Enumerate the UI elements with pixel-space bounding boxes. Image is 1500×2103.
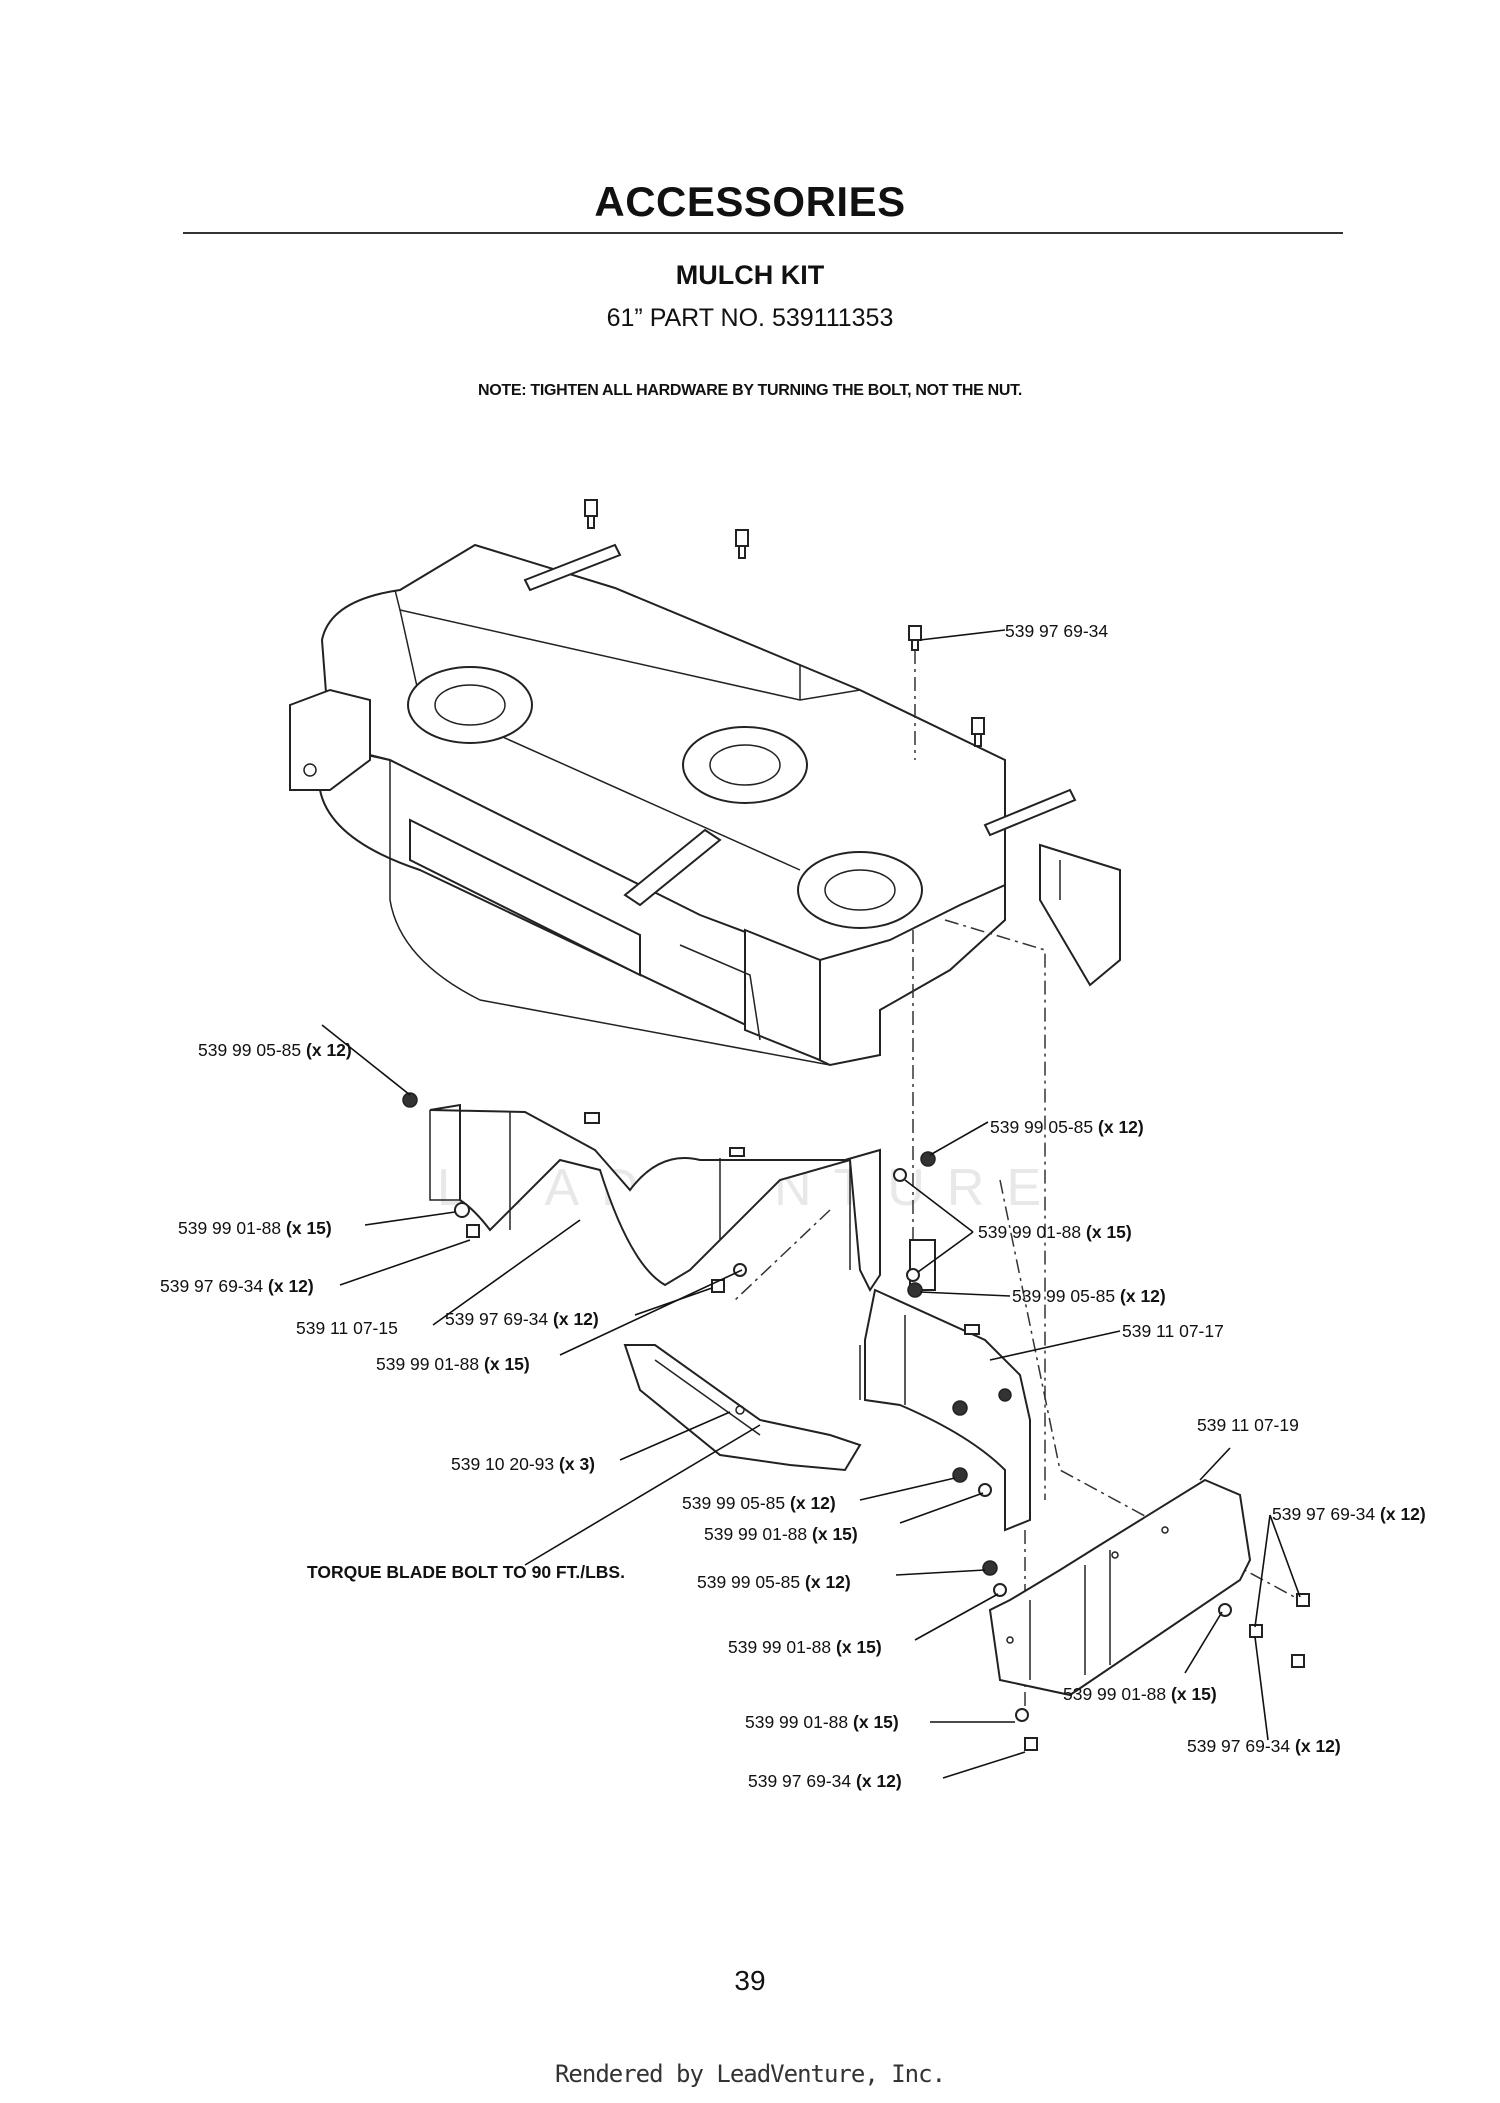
callout-qty: (x 12) bbox=[268, 1276, 314, 1296]
svg-text:539 97 69-34 (x 12): 539 97 69-34 (x 12) bbox=[445, 1309, 599, 1329]
callout-part: 539 11 07-17 bbox=[1122, 1321, 1224, 1341]
svg-text:539 99 05-85 (x 12): 539 99 05-85 (x 12) bbox=[1012, 1286, 1166, 1306]
callout-qty: (x 12) bbox=[553, 1309, 599, 1329]
callout-qty: (x 12) bbox=[1098, 1117, 1144, 1137]
callout-part: 539 10 20-93 bbox=[451, 1454, 554, 1474]
callout-part: 539 11 07-19 bbox=[1197, 1415, 1299, 1435]
svg-text:539 99 01-88 (x 15): 539 99 01-88 (x 15) bbox=[1063, 1684, 1217, 1704]
mulch-baffle-center bbox=[859, 1239, 1031, 1532]
callout-part: 539 97 69-34 bbox=[445, 1309, 548, 1329]
hardware-nuts-washers-bolts bbox=[402, 1092, 1310, 1751]
svg-text:539 99 01-88 (x 15): 539 99 01-88 (x 15) bbox=[745, 1712, 899, 1732]
callout-part: 539 99 01-88 bbox=[745, 1712, 848, 1732]
callout-part: 539 99 05-85 bbox=[682, 1493, 785, 1513]
exploded-parts-diagram: LEADVENTURE bbox=[160, 499, 1426, 1791]
callout-labels: 539 97 69-34 539 99 05-85 (x 12) 539 99 … bbox=[160, 621, 1426, 1791]
callout-part: 539 99 01-88 bbox=[178, 1218, 281, 1238]
callout-part: 539 99 05-85 bbox=[697, 1572, 800, 1592]
svg-text:539 99 05-85 (x 12): 539 99 05-85 (x 12) bbox=[990, 1117, 1144, 1137]
page-title: ACCESSORIES bbox=[594, 178, 906, 225]
svg-text:539 97 69-34 (x 12): 539 97 69-34 (x 12) bbox=[1272, 1504, 1426, 1524]
callout-qty: (x 15) bbox=[1086, 1222, 1132, 1242]
callout-qty: (x 12) bbox=[1380, 1504, 1426, 1524]
svg-text:539 99 01-88 (x 15): 539 99 01-88 (x 15) bbox=[728, 1637, 882, 1657]
callout-qty: (x 3) bbox=[559, 1454, 595, 1474]
callout-qty: (x 15) bbox=[812, 1524, 858, 1544]
svg-text:539 11 07-19: 539 11 07-19 bbox=[1197, 1415, 1299, 1435]
callout-part: 539 97 69-34 bbox=[1005, 621, 1108, 641]
svg-text:539 97 69-34: 539 97 69-34 bbox=[1005, 621, 1108, 641]
mower-deck bbox=[289, 543, 1121, 1067]
callout-part: 539 99 01-88 bbox=[978, 1222, 1081, 1242]
svg-text:539 11 07-15: 539 11 07-15 bbox=[296, 1318, 398, 1338]
svg-text:539 97 69-34 (x 12): 539 97 69-34 (x 12) bbox=[160, 1276, 314, 1296]
callout-part: 539 97 69-34 bbox=[1187, 1736, 1290, 1756]
callout-qty: (x 15) bbox=[1171, 1684, 1217, 1704]
callout-qty: (x 12) bbox=[1120, 1286, 1166, 1306]
callout-part: 539 99 01-88 bbox=[704, 1524, 807, 1544]
callout-part: 539 99 05-85 bbox=[990, 1117, 1093, 1137]
callout-part: 539 97 69-34 bbox=[748, 1771, 851, 1791]
title-rule bbox=[183, 232, 1343, 234]
mulch-baffle-left bbox=[429, 1103, 881, 1292]
torque-note: TORQUE BLADE BOLT TO 90 FT./LBS. bbox=[307, 1562, 625, 1582]
svg-text:539 99 05-85 (x 12): 539 99 05-85 (x 12) bbox=[198, 1040, 352, 1060]
page-number: 39 bbox=[734, 1965, 766, 1996]
svg-text:539 11 07-17: 539 11 07-17 bbox=[1122, 1321, 1224, 1341]
callout-qty: (x 12) bbox=[790, 1493, 836, 1513]
callout-qty: (x 15) bbox=[853, 1712, 899, 1732]
callout-part: 539 99 01-88 bbox=[1063, 1684, 1166, 1704]
svg-text:539 97 69-34 (x 12): 539 97 69-34 (x 12) bbox=[748, 1771, 902, 1791]
callout-part: 539 97 69-34 bbox=[160, 1276, 263, 1296]
callout-part: 539 99 01-88 bbox=[376, 1354, 479, 1374]
svg-text:539 99 01-88 (x 15): 539 99 01-88 (x 15) bbox=[704, 1524, 858, 1544]
callout-qty: (x 12) bbox=[856, 1771, 902, 1791]
svg-text:539 10 20-93 (x 3): 539 10 20-93 (x 3) bbox=[451, 1454, 595, 1474]
svg-text:539 99 05-85 (x 12): 539 99 05-85 (x 12) bbox=[682, 1493, 836, 1513]
callout-qty: (x 12) bbox=[306, 1040, 352, 1060]
mulch-blade bbox=[623, 1344, 862, 1472]
side-plate bbox=[988, 1478, 1252, 1697]
svg-text:539 99 01-88 (x 15): 539 99 01-88 (x 15) bbox=[178, 1218, 332, 1238]
callout-qty: (x 15) bbox=[836, 1637, 882, 1657]
callout-qty: (x 15) bbox=[286, 1218, 332, 1238]
callout-part: 539 99 01-88 bbox=[728, 1637, 831, 1657]
deck-bolts bbox=[584, 499, 985, 747]
svg-text:539 99 01-88 (x 15): 539 99 01-88 (x 15) bbox=[978, 1222, 1132, 1242]
kit-part-number: 61” PART NO. 539111353 bbox=[606, 304, 894, 332]
callout-part: 539 99 05-85 bbox=[1012, 1286, 1115, 1306]
kit-title: MULCH KIT bbox=[675, 260, 825, 290]
svg-text:539 99 01-88 (x 15): 539 99 01-88 (x 15) bbox=[376, 1354, 530, 1374]
callout-part: 539 11 07-15 bbox=[296, 1318, 398, 1338]
callout-part: 539 99 05-85 bbox=[198, 1040, 301, 1060]
svg-text:539 97 69-34 (x 12): 539 97 69-34 (x 12) bbox=[1187, 1736, 1341, 1756]
callout-part: 539 97 69-34 bbox=[1272, 1504, 1375, 1524]
svg-text:539 99 05-85 (x 12): 539 99 05-85 (x 12) bbox=[697, 1572, 851, 1592]
callout-qty: (x 12) bbox=[805, 1572, 851, 1592]
hardware-note: NOTE: TIGHTEN ALL HARDWARE BY TURNING TH… bbox=[477, 382, 1023, 399]
callout-qty: (x 15) bbox=[484, 1354, 530, 1374]
render-footer: Rendered by LeadVenture, Inc. bbox=[554, 2060, 946, 2088]
callout-qty: (x 12) bbox=[1295, 1736, 1341, 1756]
leader-lines bbox=[321, 629, 1301, 1779]
